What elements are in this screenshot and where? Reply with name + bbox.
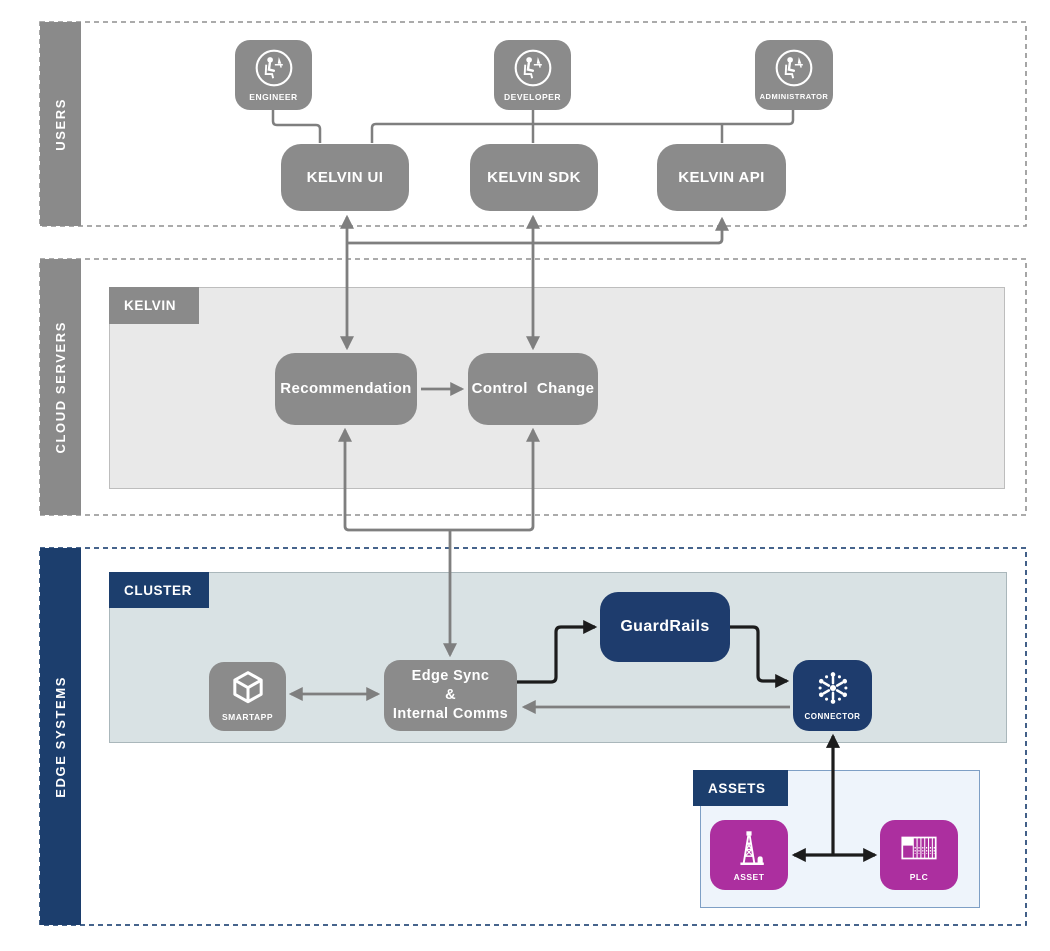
asset-label: ASSET: [733, 872, 765, 882]
kelvin-sdk-label: KELVIN SDK: [487, 168, 581, 186]
user-at-workstation-icon: [255, 49, 292, 87]
user-at-workstation-icon: [514, 49, 551, 87]
plc-node: PLC: [880, 820, 958, 890]
kelvin-ui-label: KELVIN UI: [306, 168, 384, 186]
assets-panel-tab: ASSETS: [693, 770, 788, 806]
cloud-servers-band-label: CLOUD SERVERS: [53, 320, 68, 454]
control-change-label: Control Change: [471, 380, 595, 398]
users-bus-line: [370, 110, 795, 143]
engineer-node: ENGINEER: [235, 40, 312, 110]
smartapp-label: SMARTAPP: [221, 712, 274, 722]
plc-label: PLC: [909, 872, 929, 882]
user-at-workstation-icon: [775, 49, 813, 87]
edge-sync-label: Edge Sync & Internal Comms: [392, 667, 509, 723]
kelvin-ui-node: KELVIN UI: [281, 144, 409, 211]
connector-label: CONNECTOR: [804, 712, 861, 721]
kelvin-api-label: KELVIN API: [678, 168, 765, 186]
guardrails-node: GuardRails: [600, 592, 730, 662]
developer-node: DEVELOPER: [494, 40, 571, 110]
oil-derrick-icon: [740, 831, 764, 865]
cluster-panel-tab: CLUSTER: [109, 572, 209, 608]
kelvin-sdk-node: KELVIN SDK: [470, 144, 598, 211]
connector-node: CONNECTOR: [793, 660, 872, 731]
kelvin-api-node: KELVIN API: [657, 144, 786, 211]
plc-rack-icon: [901, 836, 937, 860]
administrator-label: ADMINISTRATOR: [759, 92, 829, 101]
users-band-label: USERS: [53, 97, 68, 151]
recommendation-node: Recommendation: [275, 353, 417, 425]
users-band-bar: USERS: [40, 22, 81, 226]
edge-systems-band-bar: EDGE SYSTEMS: [40, 548, 81, 925]
cube-icon: [232, 671, 263, 704]
recommendation-label: Recommendation: [280, 380, 412, 398]
cloud-servers-band-bar: CLOUD SERVERS: [40, 259, 81, 515]
administrator-node: ADMINISTRATOR: [755, 40, 833, 110]
developer-label: DEVELOPER: [504, 92, 561, 102]
guardrails-label: GuardRails: [620, 618, 710, 636]
control-change-node: Control Change: [468, 353, 598, 425]
asset-node: ASSET: [710, 820, 788, 890]
edge-sync-node: Edge Sync & Internal Comms: [384, 660, 517, 731]
engineer-to-kelvin-ui-line: [271, 110, 322, 143]
edge-systems-band-label: EDGE SYSTEMS: [53, 675, 68, 798]
engineer-label: ENGINEER: [249, 92, 298, 102]
kelvin-panel-tab: KELVIN: [109, 287, 199, 324]
to-kelvin-api-arrow: [347, 216, 729, 245]
hub-icon: [818, 672, 847, 704]
smartapp-node: SMARTAPP: [209, 662, 286, 731]
